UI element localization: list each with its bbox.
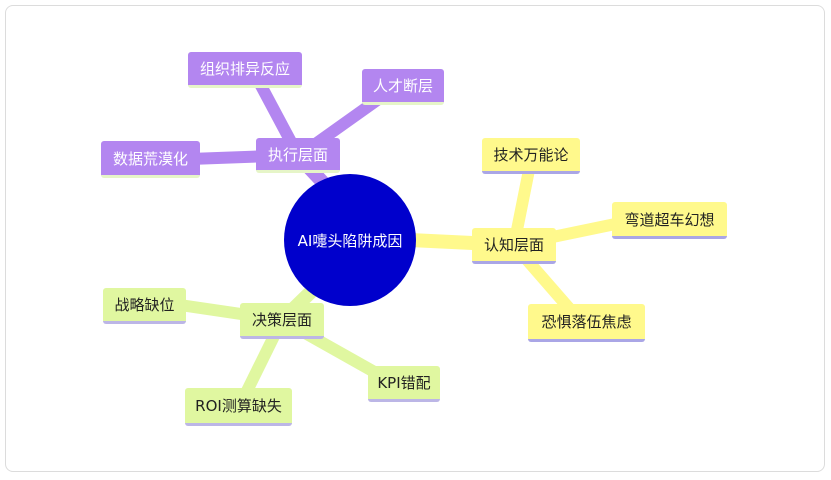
branch-node-cognition[interactable]: 认知层面 [472,228,556,264]
leaf-node-talent-gap[interactable]: 人才断层 [362,69,444,105]
leaf-node-strategy-absence[interactable]: 战略缺位 [103,288,186,324]
leaf-node-org-rejection[interactable]: 组织排异反应 [188,52,302,88]
leaf-node-roi-missing[interactable]: ROI测算缺失 [185,388,292,426]
center-node-label: AI嚏头陷阱成因 [297,231,403,250]
branch-node-decision[interactable]: 决策层面 [240,303,324,339]
leaf-node-fear-anxiety[interactable]: 恐惧落伍焦虑 [528,304,645,342]
center-node[interactable]: AI嚏头陷阱成因 [284,174,416,306]
leaf-node-overtake-fantasy[interactable]: 弯道超车幻想 [612,202,727,239]
leaf-node-data-desert[interactable]: 数据荒漠化 [101,141,200,178]
leaf-node-kpi-mismatch[interactable]: KPI错配 [368,366,440,402]
leaf-node-tech-omnipotence[interactable]: 技术万能论 [482,138,580,174]
branch-node-execution[interactable]: 执行层面 [256,138,340,173]
